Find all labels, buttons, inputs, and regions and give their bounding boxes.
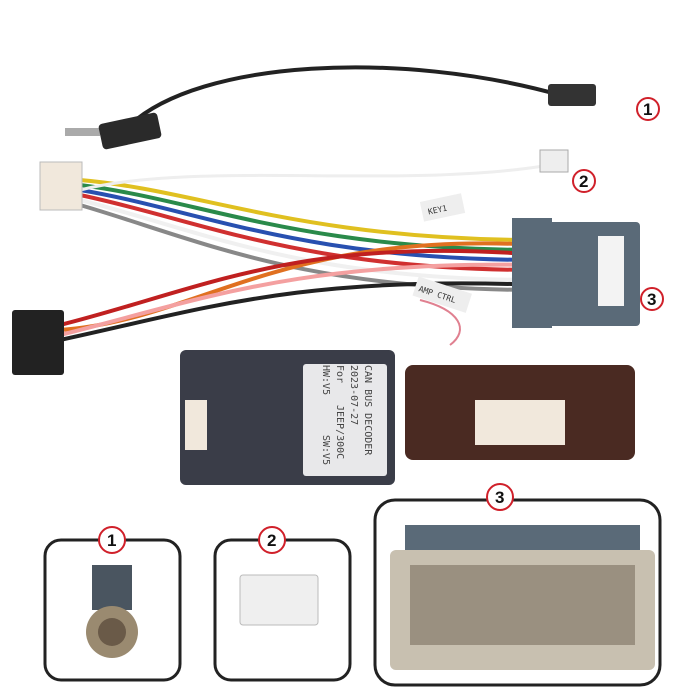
black-connector [12,310,64,375]
svg-text:1: 1 [643,100,652,119]
svg-text:2: 2 [579,172,588,191]
detail-frame-3: 3 [373,483,662,687]
detail-frame-2: 2 [213,526,352,682]
connector-3 [512,218,640,328]
decoder-hw: HW:V5 [320,365,331,395]
callout-1-top: 1 [636,97,660,121]
key1-tag: KEY1 [419,193,466,222]
svg-text:2: 2 [267,531,276,550]
antenna-cable [65,65,596,150]
callout-2-top: 2 [572,169,596,193]
decoder-date: 2023-07-27 [348,365,359,425]
wire-bundle [59,163,551,346]
callout-3-top: 3 [640,287,664,311]
decoder-sw: SW:V5 [320,435,331,465]
can-bus-decoder: CAN BUS DECODER 2023-07-27 For JEEP/300C… [180,350,395,485]
decoder-title: CAN BUS DECODER [362,365,373,456]
connector-2 [539,149,569,173]
decoder-for: For [334,365,345,383]
svg-text:1: 1 [107,531,116,550]
detail-frame-1: 1 [43,526,182,682]
decoder-model: JEEP/300C [334,405,345,459]
decoder-side-view [405,365,635,460]
svg-text:3: 3 [495,488,504,507]
key1-tag-text: KEY1 [427,204,448,217]
svg-text:3: 3 [647,290,656,309]
white-connector-left [39,161,83,211]
amp-ctrl-tag: AMP CTRL [412,276,472,313]
